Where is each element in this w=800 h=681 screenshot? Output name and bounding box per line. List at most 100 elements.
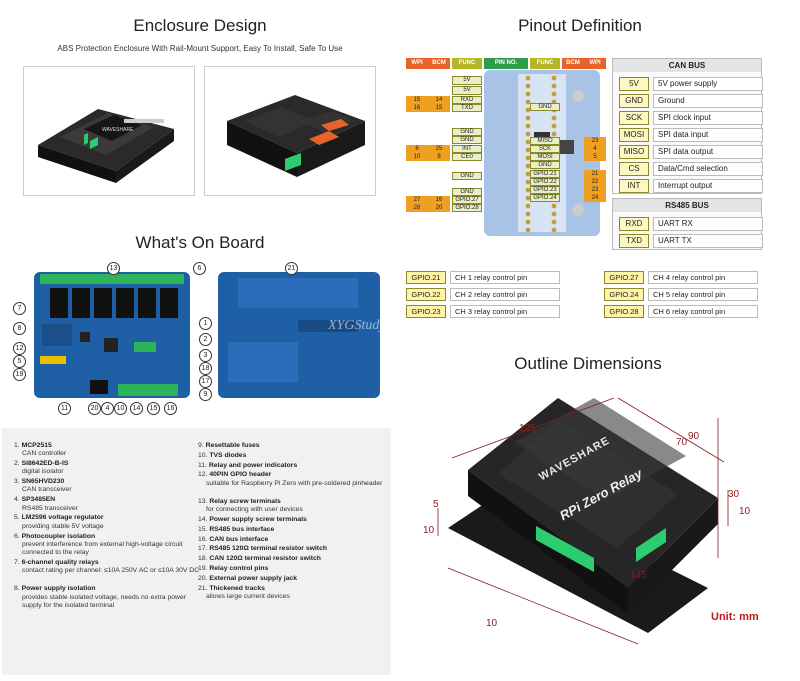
pin-header-pin-no: PIN NO. bbox=[484, 58, 528, 69]
component-item: 14. Power supply screw terminals bbox=[198, 516, 388, 524]
callout-15: 15 bbox=[147, 402, 160, 415]
component-number: 6. bbox=[14, 532, 20, 540]
component-heading: 11. Relay and power indicators bbox=[198, 462, 388, 470]
relay-pin-tag: GPIO.27 bbox=[604, 271, 644, 284]
gpio-pin-dot bbox=[525, 91, 531, 97]
component-number: 1. bbox=[14, 442, 20, 449]
component-desc: allows large current devices bbox=[206, 592, 290, 600]
can-bus-desc: 5V power supply bbox=[653, 77, 763, 91]
component-number: 3. bbox=[14, 478, 20, 486]
relay-pin-desc: CH 3 relay control pin bbox=[450, 305, 560, 318]
component-heading: 12. 40PIN GPIO header bbox=[198, 471, 388, 479]
gpio-pin-dot bbox=[525, 171, 531, 177]
can-bus-title: CAN BUS bbox=[613, 59, 761, 72]
component-item: 16. CAN bus interface bbox=[198, 536, 388, 544]
pin-bcm-left: 15 bbox=[428, 104, 450, 112]
pin-header-func-right: FUNC bbox=[530, 58, 560, 69]
component-number: 13. bbox=[198, 497, 208, 505]
pin-func-right: GPIO.24 bbox=[530, 194, 560, 202]
component-item: 15. RS485 bus interface bbox=[198, 526, 388, 534]
callout-12: 12 bbox=[13, 342, 26, 355]
pin-wpi-right: 5 bbox=[584, 153, 606, 161]
component-heading: 4. SP3485EN bbox=[14, 496, 204, 504]
callout-18: 18 bbox=[199, 362, 212, 375]
component-name: Thickened tracks bbox=[209, 584, 265, 592]
component-number: 9. bbox=[198, 442, 204, 449]
component-heading: 3. SN65HVD230 bbox=[14, 478, 204, 486]
pin-label-gnd-left: GND bbox=[452, 188, 482, 196]
dim-foot: 10 bbox=[486, 618, 498, 629]
callout-11: 11 bbox=[58, 402, 71, 415]
callout-7: 7 bbox=[13, 302, 26, 315]
callout-2: 2 bbox=[199, 333, 212, 346]
component-name: 40PIN GPIO header bbox=[209, 471, 272, 479]
pin-wpi-left: 10 bbox=[406, 153, 428, 161]
component-name: 6-channel quality relays bbox=[21, 558, 99, 566]
can-bus-desc: SPI clock input bbox=[653, 111, 763, 125]
gpio-pin-dot bbox=[525, 227, 531, 233]
component-number: 16. bbox=[198, 535, 208, 543]
component-item: 20. External power supply jack bbox=[198, 575, 388, 583]
svg-text:WAVESHARE: WAVESHARE bbox=[102, 127, 134, 133]
gpio-pin-dot bbox=[525, 99, 531, 105]
relay-component bbox=[50, 288, 68, 318]
pin-func-left: GPIO.28 bbox=[452, 204, 482, 212]
watermark: XYGStudy bbox=[328, 318, 386, 333]
component-name: Relay and power indicators bbox=[208, 461, 298, 469]
gpio-pin-dot bbox=[525, 179, 531, 185]
component-heading: 13. Relay screw terminals bbox=[198, 498, 388, 506]
component-number: 8. bbox=[14, 585, 20, 593]
relay-pin-tag: GPIO.21 bbox=[406, 271, 446, 284]
component-number: 21. bbox=[198, 584, 208, 592]
component-heading: 20. External power supply jack bbox=[198, 575, 388, 583]
pin-bcm-left: 16 bbox=[428, 196, 450, 204]
component-desc: CAN transceiver bbox=[22, 486, 72, 494]
pin-func-right: GND bbox=[530, 161, 560, 169]
can-bus-tag: MISO bbox=[619, 145, 649, 159]
can-bus-tag: MOSI bbox=[619, 128, 649, 142]
can-bus-desc: Ground bbox=[653, 94, 763, 108]
can-bus-tag: 5V bbox=[619, 77, 649, 91]
pin-func-right: SCK bbox=[530, 145, 560, 153]
relay-pin-tag: GPIO.22 bbox=[406, 288, 446, 301]
product-drawing bbox=[437, 397, 729, 645]
pin-func-left: TXD bbox=[452, 104, 482, 112]
gpio-pin-dot bbox=[525, 131, 531, 137]
component-name: Relay screw terminals bbox=[209, 497, 281, 505]
can-bus-tag: CS bbox=[619, 162, 649, 176]
pin-label-5v-1: 5V bbox=[452, 76, 482, 85]
pin-func-right: MISO bbox=[530, 137, 560, 145]
gpio-pin-dot bbox=[525, 139, 531, 145]
relay-pin-desc: CH 1 relay control pin bbox=[450, 271, 560, 284]
component-desc: for connecting with user devices bbox=[206, 506, 303, 514]
callout-21: 21 bbox=[285, 262, 298, 275]
component-name: CAN bus interface bbox=[209, 535, 269, 543]
pin-wpi-right: 4 bbox=[584, 145, 606, 153]
component-number: 20. bbox=[198, 574, 208, 582]
board-front bbox=[34, 272, 190, 398]
pin-wpi-right: 22 bbox=[584, 178, 606, 186]
relay-pin-desc: CH 5 relay control pin bbox=[648, 288, 758, 301]
enclosure-photo-closed: WAVESHARE bbox=[23, 66, 195, 196]
component-name: RS485 bus interface bbox=[209, 525, 275, 533]
enclosure-photo-open bbox=[204, 66, 376, 196]
dim-length: 125 bbox=[519, 423, 536, 434]
component-desc: CAN controller bbox=[22, 450, 67, 458]
gpio-pin-dot bbox=[551, 123, 557, 129]
relay-pin-tag: GPIO.28 bbox=[604, 305, 644, 318]
relay-pin-desc: CH 6 relay control pin bbox=[648, 305, 758, 318]
gpio-pin-dot bbox=[525, 195, 531, 201]
relay-component bbox=[116, 288, 134, 318]
rs485-bus-tag: TXD bbox=[619, 234, 649, 248]
gpio-pin-dot bbox=[525, 211, 531, 217]
component-name: RS485 120Ω terminal resistor switch bbox=[209, 545, 327, 553]
gpio-pin-dot bbox=[551, 227, 557, 233]
